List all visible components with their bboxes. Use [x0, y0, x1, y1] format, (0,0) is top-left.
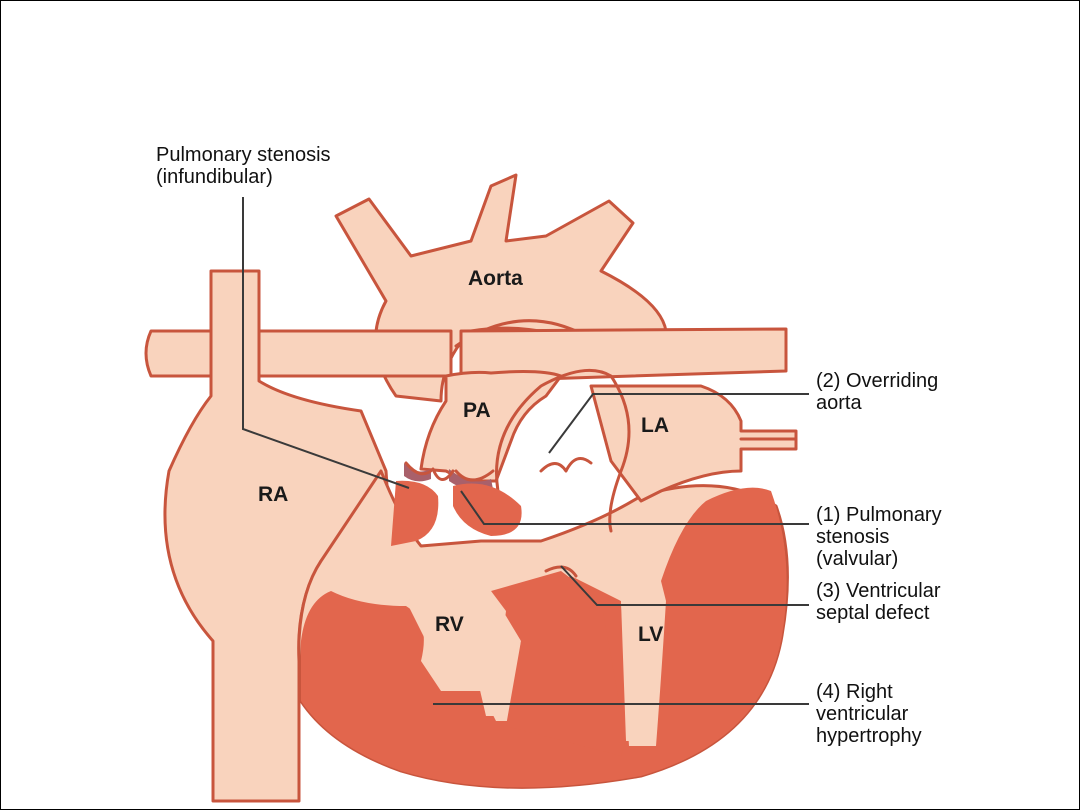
label-la: LA: [641, 414, 669, 437]
left-atrium: [589, 384, 798, 503]
valvular-stenosis-patch: [453, 483, 522, 536]
right-ventricle-cavity: [406, 589, 506, 716]
pulmonary-valve-cusps: [404, 461, 495, 482]
callout-ventricular-septal-defect: (3) Ventricular septal defect: [816, 580, 946, 624]
label-pa: PA: [463, 399, 491, 422]
left-ventricle-cavity: [576, 561, 666, 746]
label-rv: RV: [435, 613, 464, 636]
leader-overriding: [548, 393, 809, 454]
aortic-root-outline: [495, 368, 631, 533]
callout-valvular-stenosis: (1) Pulmonary stenosis (valvular): [816, 504, 947, 570]
callout-infundibular: Pulmonary stenosis (infundibular): [156, 144, 336, 188]
leader-vsd: [560, 565, 809, 606]
aortic-valve-cusps: [539, 457, 593, 473]
interventricular-septum: [491, 571, 626, 756]
pulmonary-vein-left: [144, 329, 453, 378]
callout-overriding-aorta: (2) Overriding aorta: [816, 370, 944, 414]
vena-cava-right-atrium: [163, 269, 393, 803]
leader-valvular: [460, 490, 809, 525]
infundibular-stenosis-patch: [391, 480, 439, 546]
leader-infundibular: [242, 197, 410, 489]
label-lv: LV: [638, 623, 663, 646]
callout-right-ventricular-hypertrophy: (4) Right ventricular hypertrophy: [816, 681, 922, 747]
label-ra: RA: [258, 483, 288, 506]
label-aorta: Aorta: [468, 267, 523, 290]
